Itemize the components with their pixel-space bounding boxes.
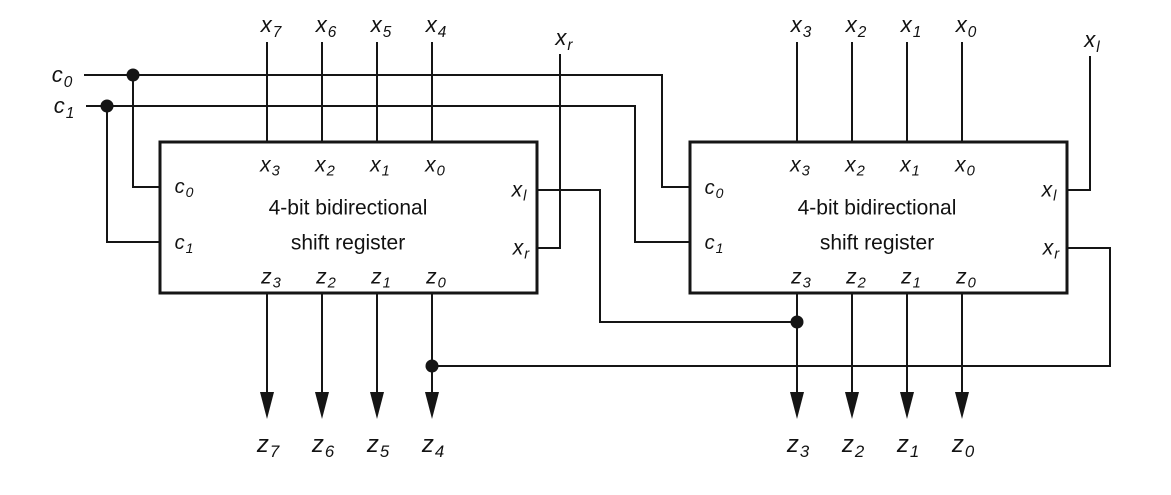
left-reg-z1-pin-label: z1: [371, 265, 391, 292]
right-reg-x3-pin-label: x3: [790, 153, 810, 180]
z4-arrowhead: [425, 392, 439, 419]
left-reg-x2-pin-label: x2: [315, 153, 335, 180]
z1-arrowhead: [900, 392, 914, 419]
xr-serial-input-wire: [537, 54, 561, 249]
right-reg-xl-pin-label: xl: [1041, 178, 1057, 205]
z6-arrowhead: [315, 392, 329, 419]
xr-serial-input-label: xr: [555, 25, 573, 54]
x4-input-label: x4: [425, 12, 447, 41]
z0-arrowhead: [955, 392, 969, 419]
right-reg-x2-pin-label: x2: [845, 153, 865, 180]
left-reg-z2-pin-label: z2: [316, 265, 336, 292]
right-reg-title-line1: 4-bit bidirectional: [797, 196, 957, 220]
right-reg-z3-pin-label: z3: [791, 265, 811, 292]
x1-input-label: x1: [900, 12, 922, 41]
c0-junction-dot: [126, 68, 140, 82]
right-reg-title-line2: shift register: [819, 231, 935, 255]
z3-arrowhead: [790, 392, 804, 419]
c1-branch-to-left-register: [106, 106, 160, 243]
c1-bus-wire: [86, 105, 690, 243]
xl-serial-input-wire: [1067, 56, 1091, 191]
right-reg-c0-pin-label: c0: [704, 177, 724, 202]
x2-input-label: x2: [845, 12, 867, 41]
z7-arrowhead: [260, 392, 274, 419]
z5-arrowhead: [370, 392, 384, 419]
xl-serial-input-label: xl: [1084, 27, 1100, 56]
z4-output-label: z4: [421, 431, 445, 462]
c0-bus-wire: [84, 74, 690, 188]
left-reg-z3-pin-label: z3: [261, 265, 281, 292]
right-reg-z2-pin-label: z2: [846, 265, 866, 292]
left-z0-junction-dot: [425, 359, 439, 373]
left-reg-x3-pin-label: x3: [260, 153, 280, 180]
x3-input-label: x3: [790, 12, 812, 41]
left-reg-c1-pin-label: c1: [174, 232, 194, 257]
right-reg-z1-pin-label: z1: [901, 265, 921, 292]
c1-junction-dot: [100, 99, 114, 113]
left-reg-z0-pin-label: z0: [426, 265, 446, 292]
x0-input-label: x0: [955, 12, 977, 41]
z2-arrowhead: [845, 392, 859, 419]
right-register-box: [688, 140, 1069, 295]
c0-input-label: c0: [51, 62, 73, 91]
x6-input-label: x6: [315, 12, 337, 41]
left-register-box: [158, 140, 539, 295]
right-z3-junction-dot: [790, 315, 804, 329]
z7-output-label: z7: [256, 431, 280, 462]
x5-input-label: x5: [370, 12, 392, 41]
z3-output-label: z3: [786, 431, 810, 462]
left-reg-c0-pin-label: c0: [174, 176, 194, 201]
right-reg-x1-pin-label: x1: [900, 153, 920, 180]
left-reg-title-line2: shift register: [290, 231, 406, 255]
z1-output-label: z1: [896, 431, 920, 462]
z0-output-label: z0: [951, 431, 975, 462]
right-reg-x0-pin-label: x0: [955, 153, 975, 180]
right-reg-xr-pin-label: xr: [1042, 236, 1060, 263]
c0-branch-to-left-register: [132, 75, 160, 188]
x7-input-label: x7: [260, 12, 282, 41]
z2-output-label: z2: [841, 431, 865, 462]
z5-output-label: z5: [366, 431, 390, 462]
c1-input-label: c1: [53, 93, 75, 122]
left-z0-to-right-xr-wire: [432, 247, 1111, 367]
left-reg-x1-pin-label: x1: [370, 153, 390, 180]
right-z3-to-left-xl-wire: [537, 189, 797, 323]
left-reg-xr-pin-label: xr: [512, 236, 530, 263]
z6-output-label: z6: [311, 431, 335, 462]
left-reg-title-line1: 4-bit bidirectional: [268, 196, 428, 220]
right-reg-z0-pin-label: z0: [956, 265, 976, 292]
left-reg-x0-pin-label: x0: [425, 153, 445, 180]
left-reg-xl-pin-label: xl: [511, 178, 527, 205]
right-reg-c1-pin-label: c1: [704, 232, 724, 257]
